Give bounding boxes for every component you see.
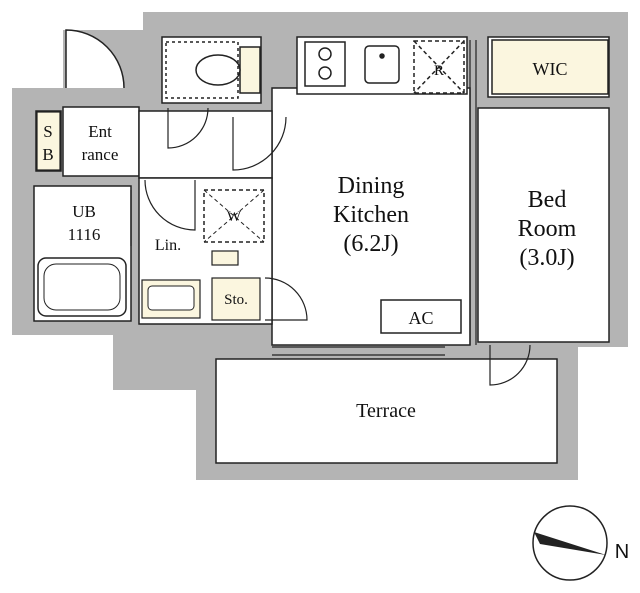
entrance-label-2: rance: [82, 145, 119, 164]
compass-circle: [532, 505, 608, 581]
stove: [304, 41, 346, 87]
washer-space: [203, 189, 265, 243]
sb-label-2: B: [42, 145, 53, 164]
dining-label-2: Kitchen: [333, 202, 409, 228]
unit-bath-floor: [33, 185, 132, 322]
fridge-label: R: [434, 63, 444, 79]
entrance-floor: [62, 106, 140, 177]
linen-shelf: [211, 250, 239, 266]
terrace-label: Terrace: [356, 400, 416, 422]
washer-label: W: [227, 209, 242, 225]
washroom-door-swing: [144, 179, 196, 231]
ub-label-2: 1116: [68, 225, 101, 244]
dk-door-swing: [232, 116, 287, 171]
bedroom-label-1: Bed: [528, 187, 567, 213]
storage-door-swing: [264, 277, 308, 321]
storage-label: Sto.: [224, 292, 248, 308]
entrance-door-swing: [65, 29, 125, 89]
storage-closet: [211, 277, 261, 321]
sb-label-1: S: [43, 122, 52, 141]
toilet-door-swing: [167, 107, 209, 149]
kitchen-fixtures: [304, 40, 465, 94]
toilet-icon: [165, 41, 261, 99]
burner-icon: [318, 66, 332, 80]
bedroom-floor: [477, 107, 610, 343]
bedroom-size: (3.0J): [519, 245, 574, 271]
north-label: N: [615, 541, 629, 563]
ac-label: AC: [408, 308, 433, 328]
wic-cabinet: [491, 39, 609, 95]
wic-label: WIC: [533, 59, 568, 79]
interior-doors: [130, 107, 531, 386]
window-lines: [272, 40, 477, 356]
ac-unit: [380, 299, 462, 334]
sink-icon: [364, 45, 400, 84]
dining-size: (6.2J): [343, 231, 398, 257]
shoebox-cabinet: [36, 111, 61, 171]
bedroom-door-swing: [489, 344, 531, 386]
bedroom-label-2: Room: [518, 216, 577, 242]
dining-label-1: Dining: [338, 173, 405, 199]
bathtub-icon: [37, 257, 127, 317]
burner-icon: [318, 47, 332, 61]
entrance-label-1: Ent: [88, 122, 112, 141]
compass-needle-icon: [534, 532, 606, 555]
fridge-space: [413, 40, 465, 94]
terrace-floor: [215, 358, 558, 464]
compass: N: [532, 505, 629, 581]
linen-label: Lin.: [155, 237, 181, 254]
ub-label-1: UB: [72, 202, 96, 221]
